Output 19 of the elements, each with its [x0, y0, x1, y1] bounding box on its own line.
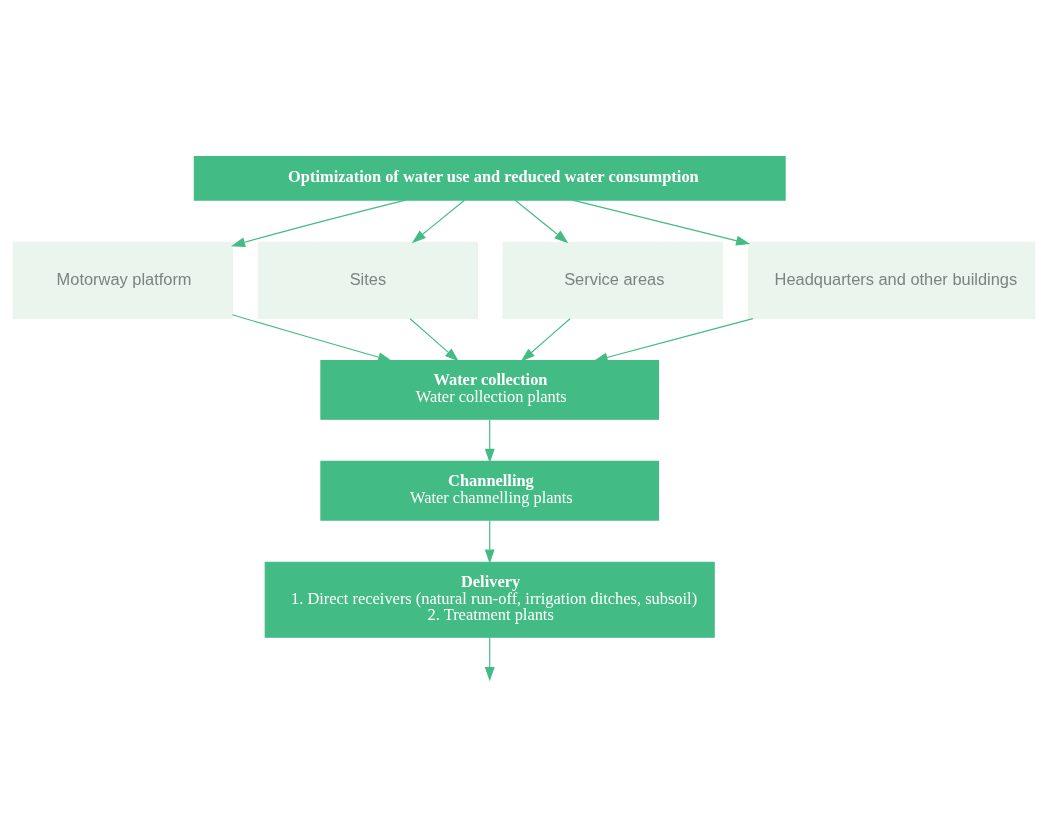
node-box: Channelling Water channelling plants [320, 460, 660, 521]
node-box: Headquarters and other buildings [748, 241, 1036, 319]
arrow [593, 317, 754, 362]
node-box: Delivery 1. Direct receivers (natural run-off, irrigation ditches, subsoil) 2. Treatment plants [264, 561, 715, 638]
arrow [484, 636, 495, 681]
arrow [409, 317, 459, 362]
arrow [484, 418, 495, 463]
arrow [231, 199, 407, 247]
node-box: Service areas [502, 241, 723, 319]
arrow [484, 519, 495, 564]
node-box: Motorway platform [12, 241, 233, 319]
arrow [514, 199, 569, 243]
node-box: Optimization of water use and reduced water consumption [193, 155, 786, 201]
arrow [571, 199, 751, 245]
arrow [411, 199, 466, 243]
node-box: Water collection Water collection plants [320, 359, 660, 420]
node-box: Sites [257, 241, 478, 319]
arrow [231, 313, 393, 362]
arrow [520, 317, 571, 362]
